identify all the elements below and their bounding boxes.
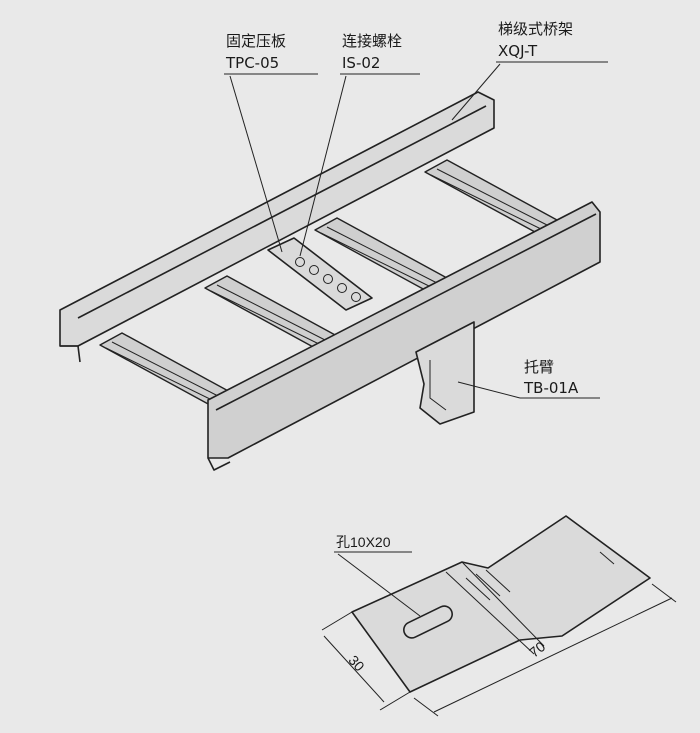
bolt-holes (295, 257, 361, 302)
pressure-plate-name: 固定压板 (226, 32, 286, 50)
back-rail-flange (77, 105, 487, 319)
detail-slot-hole (403, 605, 453, 639)
arm-name: 托臂 (524, 358, 554, 376)
detail-plate (351, 515, 651, 693)
front-rail-top (215, 213, 597, 411)
tray-code: XQJ-T (498, 42, 538, 60)
detail-ribs (465, 569, 511, 601)
detail-bend-2 (461, 561, 545, 647)
leader-lines (224, 61, 608, 399)
bolt-name: 连接螺栓 (342, 32, 402, 50)
pressure-plate-detail: 孔10X20 30 70 (321, 515, 677, 717)
width-label: 30 (345, 652, 367, 674)
detail-bend-3 (599, 551, 615, 565)
length-label: 70 (526, 638, 548, 660)
arm-code: TB-01A (523, 379, 579, 397)
detail-bend-1 (445, 571, 535, 655)
pressure-plate (267, 237, 373, 311)
width-dimension (321, 611, 411, 711)
tray-name: 梯级式桥架 (498, 20, 573, 38)
bolt-code: IS-02 (342, 54, 380, 72)
length-dimension (413, 583, 677, 717)
rung-grooves (105, 168, 548, 403)
ladder-tray (59, 91, 601, 471)
hole-leader-diag (337, 553, 421, 617)
back-rail-lip (60, 345, 81, 363)
support-arm-edge (429, 360, 447, 411)
front-rail-lip (207, 457, 231, 471)
pressure-plate-code: TPC-05 (225, 54, 279, 72)
hole-size-label: 孔10X20 (336, 534, 391, 550)
